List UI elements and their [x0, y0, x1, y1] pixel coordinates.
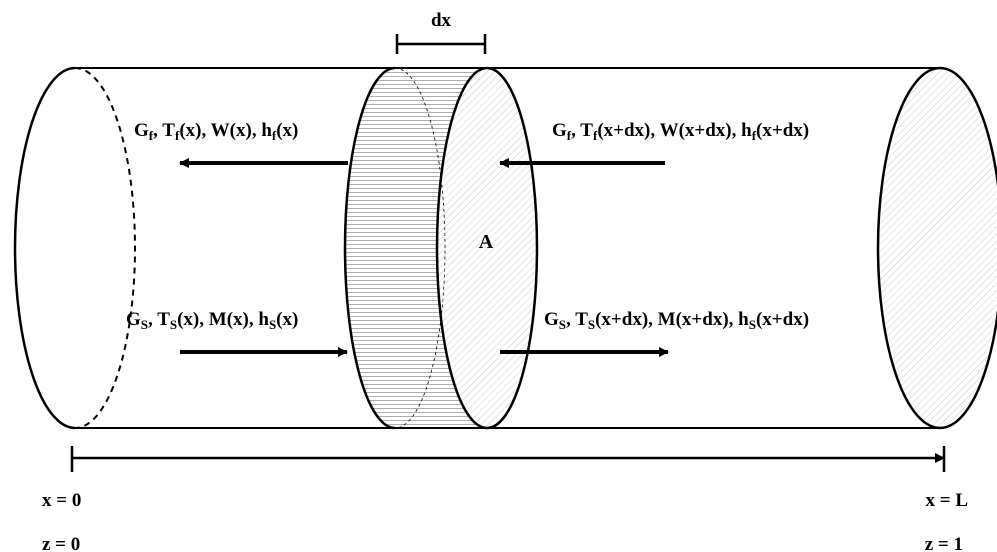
gas-flux-label-x-dx: Gf, Tf(x+dx), W(x+dx), hf(x+dx): [552, 120, 809, 143]
z-end-label: z = 1: [925, 534, 963, 552]
dx-dimension: dx: [395, 10, 487, 54]
x-start-label: x = 0: [42, 490, 81, 511]
z-start-label: z = 0: [42, 534, 80, 552]
slice-back-inner-arc: [394, 67, 446, 429]
solid-flux-label-x: GS, TS(x), M(x), hS(x): [126, 309, 298, 332]
slice-back-outer-arc: [343, 66, 396, 430]
x-end-label: x = L: [926, 490, 969, 511]
cylinder-body: [13, 66, 997, 430]
dx-label: dx: [431, 10, 452, 31]
right-end-face: [876, 66, 997, 430]
area-label: A: [479, 231, 494, 253]
slice-band: [345, 68, 487, 428]
slice-front-face: [435, 66, 539, 430]
left-end-front-arc: [13, 66, 76, 430]
slice-element: [343, 66, 539, 430]
gas-flux-label-x: Gf, Tf(x), W(x), hf(x): [134, 120, 298, 143]
left-end-hidden-arc: [74, 67, 136, 429]
length-axis: [70, 446, 946, 472]
solid-flux-label-x-dx: GS, TS(x+dx), M(x+dx), hS(x+dx): [544, 309, 809, 332]
